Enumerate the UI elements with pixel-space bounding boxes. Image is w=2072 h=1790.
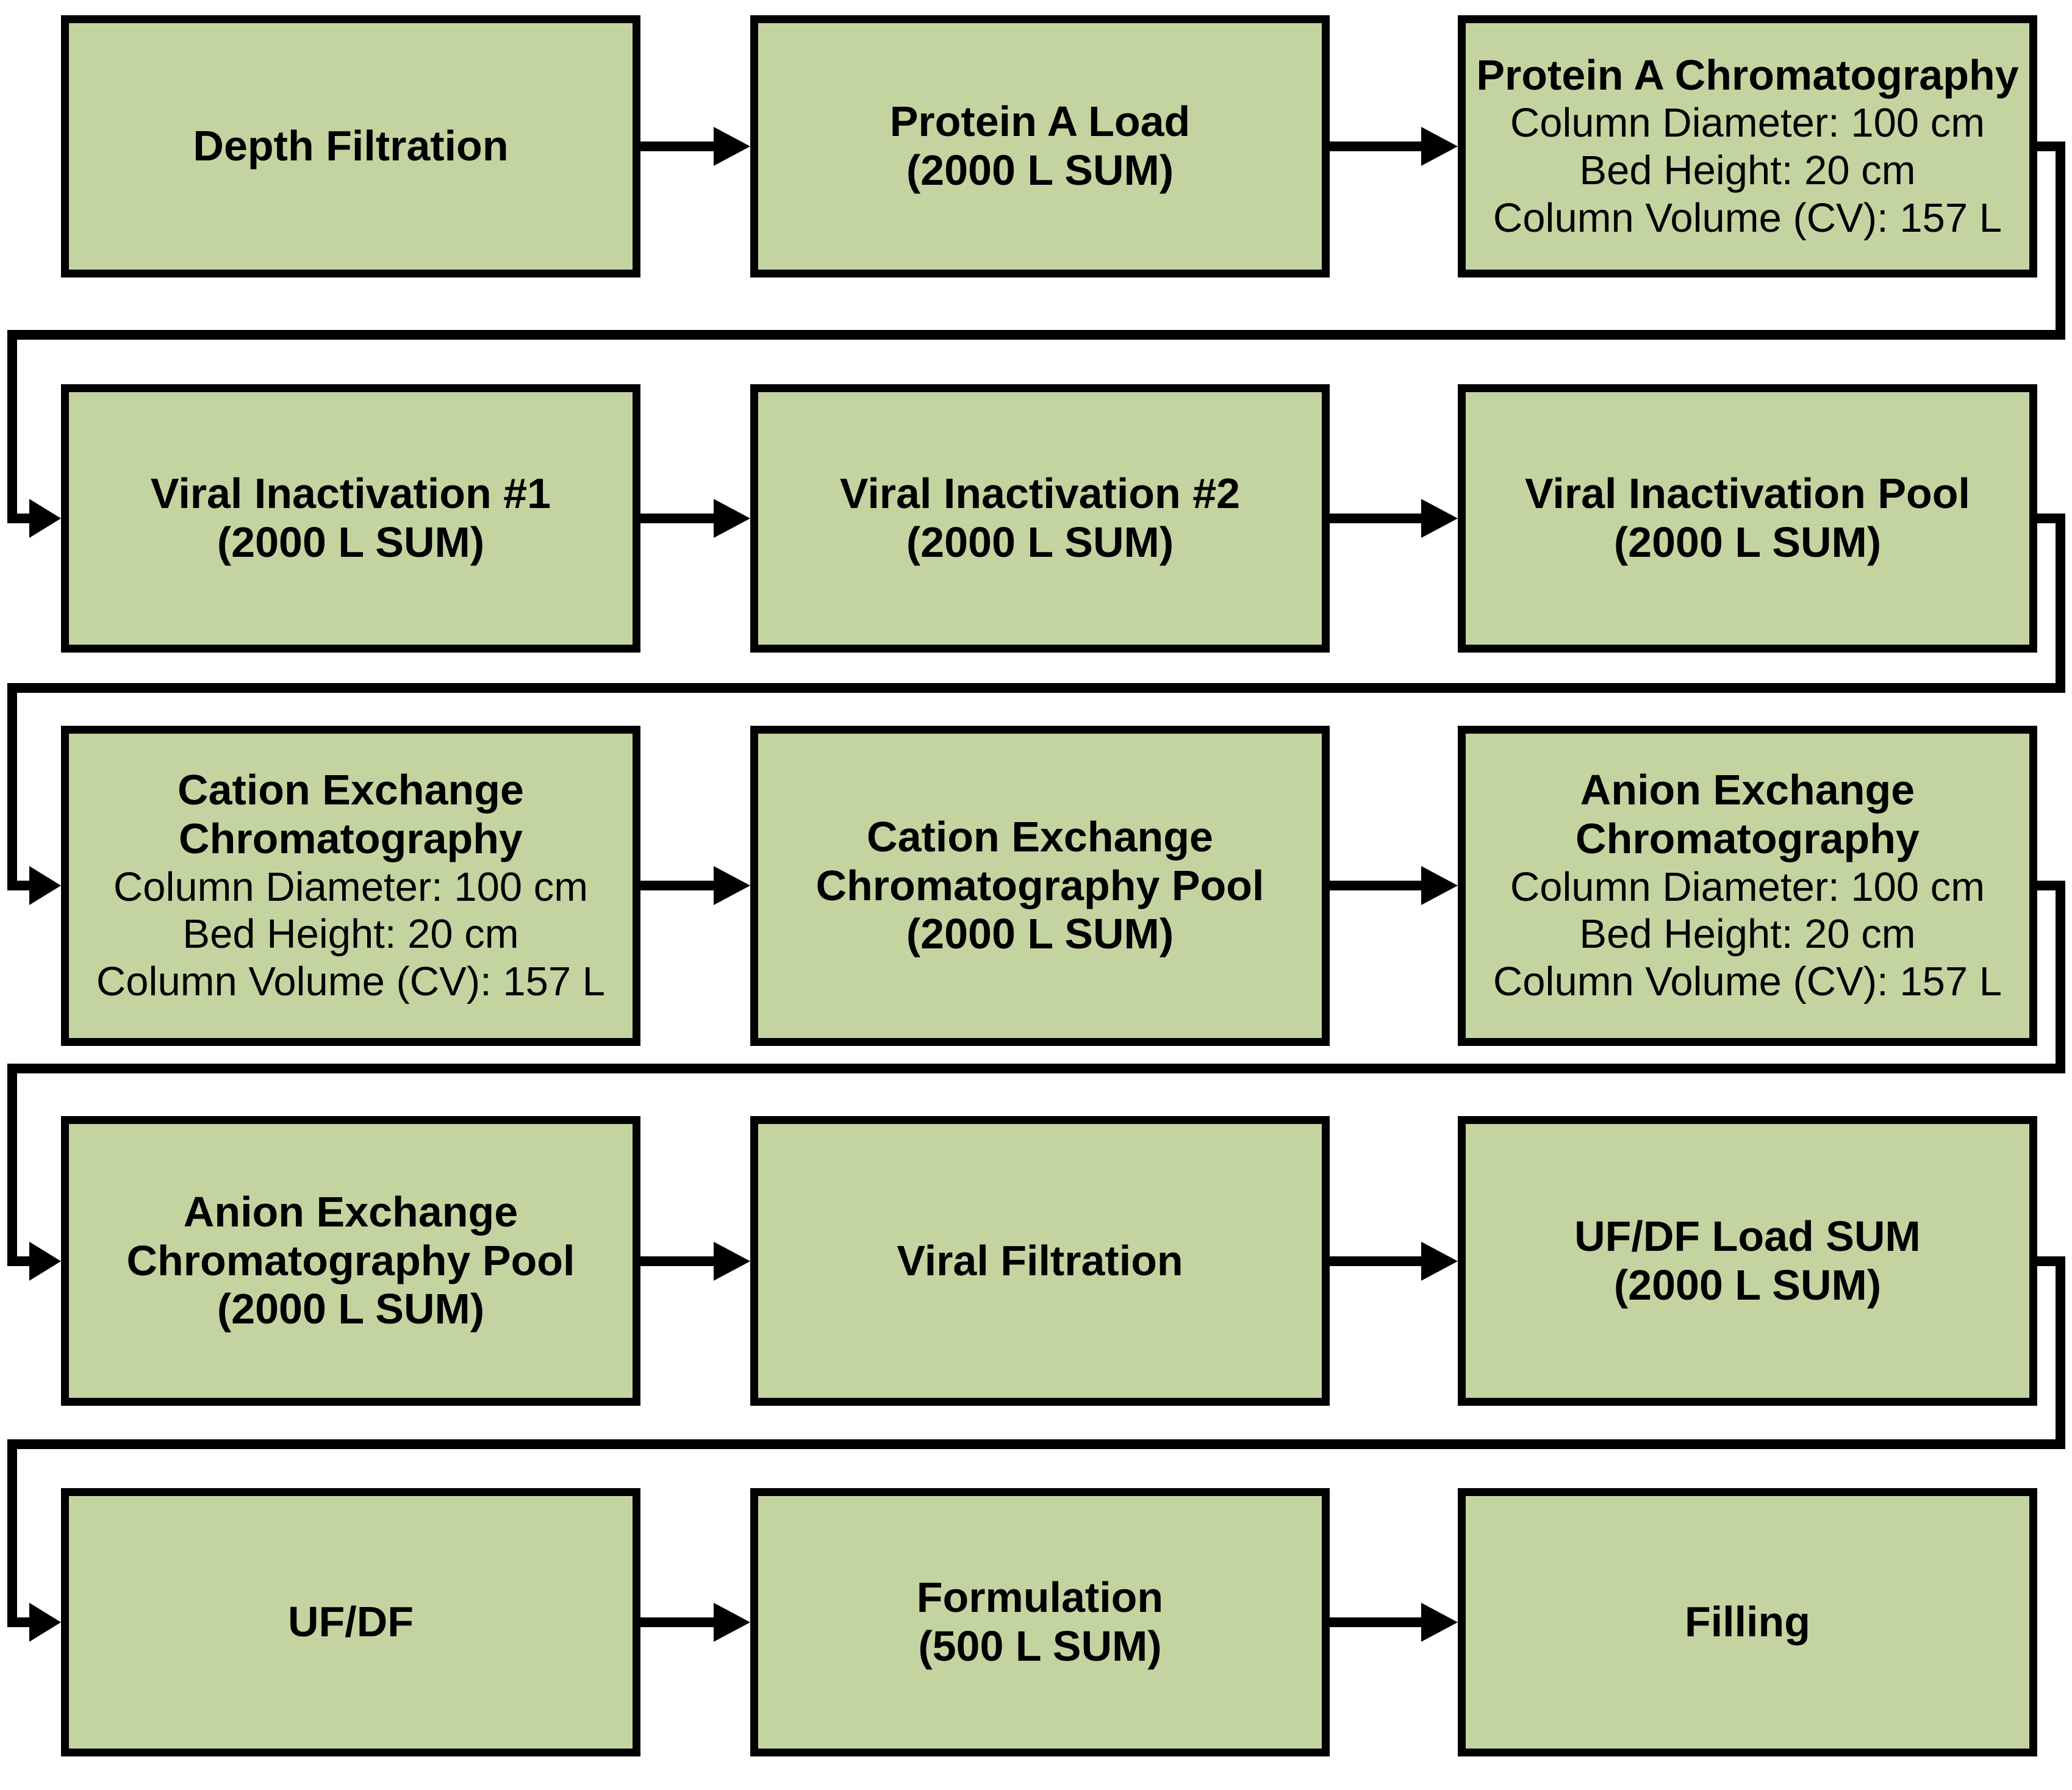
node-depth-filtration: Depth Filtration bbox=[61, 15, 640, 277]
node-viral-inactivation-pool: Viral Inactivation Pool (2000 L SUM) bbox=[1458, 384, 2037, 653]
node-spec: Column Volume (CV): 157 L bbox=[1493, 195, 2002, 241]
node-spec: Bed Height: 20 cm bbox=[1579, 911, 1916, 958]
node-spec: Column Diameter: 100 cm bbox=[113, 864, 589, 910]
node-anion-exchange-chromatography-pool: Anion Exchange Chromatography Pool (2000… bbox=[61, 1116, 640, 1406]
flow-arrow-wrap bbox=[7, 514, 2065, 905]
node-title: Viral Inactivation Pool bbox=[1524, 470, 1970, 518]
node-title: Anion Exchange Chromatography Pool bbox=[126, 1187, 575, 1284]
flow-arrow-wrap bbox=[7, 141, 2065, 538]
node-title: Filling bbox=[1684, 1598, 1811, 1646]
flow-arrow-wrap bbox=[7, 881, 2065, 1281]
node-title: Viral Filtration bbox=[897, 1236, 1183, 1284]
node-protein-a-chromatography: Protein A Chromatography Column Diameter… bbox=[1458, 15, 2037, 277]
node-title: Formulation bbox=[916, 1573, 1164, 1622]
node-title: Protein A Load bbox=[889, 98, 1191, 146]
node-formulation: Formulation (500 L SUM) bbox=[750, 1488, 1330, 1756]
node-subtitle: (500 L SUM) bbox=[918, 1622, 1162, 1670]
node-subtitle: (2000 L SUM) bbox=[906, 146, 1174, 194]
node-filling: Filling bbox=[1458, 1488, 2037, 1756]
flow-arrow-wrap bbox=[7, 1256, 2065, 1642]
flow-arrow bbox=[640, 127, 1458, 166]
node-subtitle: (2000 L SUM) bbox=[1613, 1261, 1882, 1309]
node-subtitle: (2000 L SUM) bbox=[217, 1285, 485, 1333]
node-cation-exchange-chromatography-pool: Cation Exchange Chromatography Pool (200… bbox=[750, 726, 1330, 1046]
node-subtitle: (2000 L SUM) bbox=[906, 518, 1174, 566]
node-subtitle: (2000 L SUM) bbox=[217, 518, 485, 566]
node-spec: Column Volume (CV): 157 L bbox=[1493, 959, 2002, 1005]
node-spec: Column Diameter: 100 cm bbox=[1510, 100, 1985, 146]
node-title: Cation Exchange Chromatography Pool bbox=[816, 812, 1264, 909]
flow-arrow bbox=[640, 1242, 1458, 1281]
flow-arrow bbox=[640, 866, 1458, 905]
node-spec: Column Volume (CV): 157 L bbox=[96, 959, 606, 1005]
node-protein-a-load: Protein A Load (2000 L SUM) bbox=[750, 15, 1330, 277]
node-title: Protein A Chromatography bbox=[1476, 51, 2019, 99]
node-uf-df: UF/DF bbox=[61, 1488, 640, 1756]
node-title: Viral Inactivation #2 bbox=[839, 470, 1241, 518]
flow-arrow bbox=[640, 499, 1458, 538]
node-title: UF/DF Load SUM bbox=[1574, 1212, 1921, 1260]
node-spec: Bed Height: 20 cm bbox=[182, 911, 519, 958]
node-subtitle: (2000 L SUM) bbox=[1613, 518, 1882, 566]
node-viral-inactivation-2: Viral Inactivation #2 (2000 L SUM) bbox=[750, 384, 1330, 653]
node-title: Anion Exchange Chromatography bbox=[1576, 766, 1920, 862]
node-uf-df-load-sum: UF/DF Load SUM (2000 L SUM) bbox=[1458, 1116, 2037, 1406]
node-title: Viral Inactivation #1 bbox=[150, 470, 551, 518]
node-viral-inactivation-1: Viral Inactivation #1 (2000 L SUM) bbox=[61, 384, 640, 653]
node-cation-exchange-chromatography: Cation Exchange Chromatography Column Di… bbox=[61, 726, 640, 1046]
flow-arrow bbox=[640, 1603, 1458, 1642]
node-spec: Bed Height: 20 cm bbox=[1579, 148, 1916, 194]
node-subtitle: (2000 L SUM) bbox=[906, 910, 1174, 958]
node-title: Depth Filtration bbox=[193, 122, 509, 170]
node-anion-exchange-chromatography: Anion Exchange Chromatography Column Dia… bbox=[1458, 726, 2037, 1046]
node-viral-filtration: Viral Filtration bbox=[750, 1116, 1330, 1406]
node-spec: Column Diameter: 100 cm bbox=[1510, 864, 1985, 910]
node-title: UF/DF bbox=[287, 1598, 414, 1646]
node-title: Cation Exchange Chromatography bbox=[177, 766, 524, 862]
